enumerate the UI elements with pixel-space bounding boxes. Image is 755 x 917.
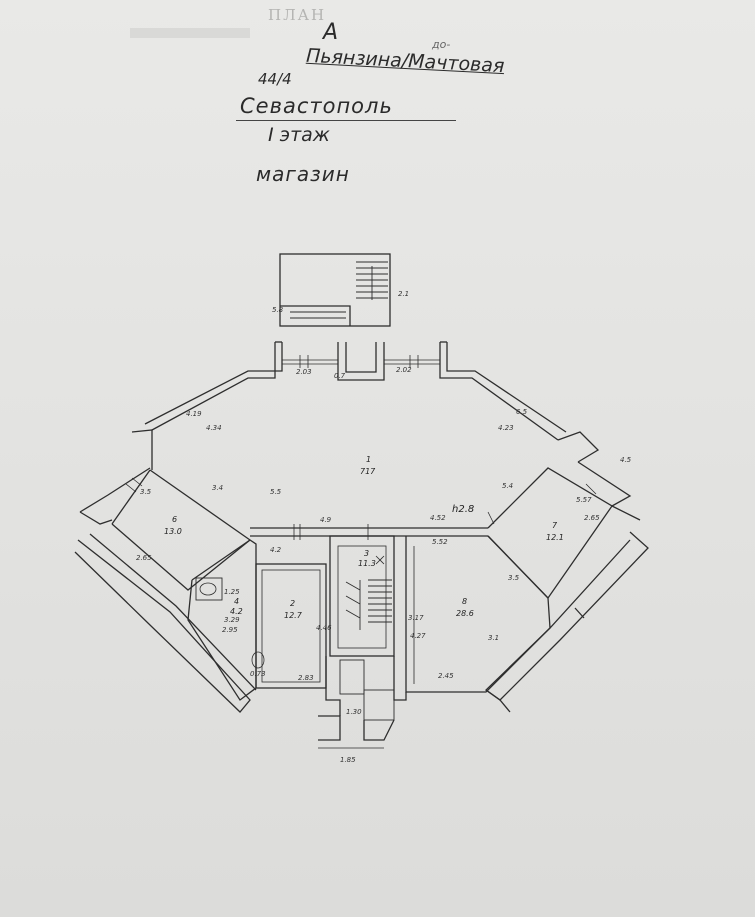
room-labels: 1 717 6 13.0 7 12.1 8 28.6 2 12.7 3 11.3…	[164, 455, 564, 620]
city-underline	[236, 120, 456, 121]
room-4-area: 4.2	[230, 607, 243, 616]
dim-label: 4.19	[186, 410, 202, 418]
dim-label: 3.29	[224, 616, 240, 624]
purpose-label: магазин	[256, 162, 350, 186]
faint-smudge	[130, 28, 250, 38]
left-long-wall	[74, 539, 251, 713]
dim-label: 2.95	[222, 626, 238, 634]
dim-label: 4.27	[410, 632, 426, 640]
hall-wall-upper-left-inner	[144, 342, 283, 425]
dimension-labels: 2.65 2.1 5.8 2.03 2.02 0.7 4.19 4.34 3.4…	[136, 290, 632, 764]
room-2-number: 2	[290, 599, 295, 608]
room-4-number: 4	[234, 597, 239, 606]
dim-label: 1.25	[224, 588, 240, 596]
hall-wall-upper-left	[151, 342, 276, 431]
dim-label: 4.34	[206, 424, 222, 432]
small-room-5	[339, 659, 365, 695]
stair-steps-center	[345, 579, 392, 630]
plan-letter: А	[323, 20, 339, 45]
room-3-number: 3	[364, 549, 369, 558]
right-pillar	[557, 431, 600, 463]
entrance-lower	[318, 715, 341, 741]
dim-label: 2.65	[584, 514, 600, 522]
dim-label: 4.9	[320, 516, 332, 524]
hall-wall-upper-right-inner	[446, 342, 567, 433]
room-3-area: 11.3	[358, 559, 376, 568]
left-pillar	[131, 429, 153, 470]
dim-label: 5.5	[270, 488, 282, 496]
dim-label: 4.52	[430, 514, 446, 522]
right-long-wall	[484, 531, 649, 701]
city-name: Севастополь	[240, 94, 393, 118]
dim-label: 2.45	[438, 672, 454, 680]
stair-core	[329, 535, 395, 657]
room4-walls	[187, 539, 257, 701]
left-diag-1	[79, 467, 151, 513]
dim-label: 6.5	[516, 408, 528, 416]
room8-walls	[405, 535, 551, 693]
dim-label: 3.1	[488, 634, 499, 642]
room6-top	[149, 469, 251, 541]
room-1-number: 1	[366, 455, 371, 464]
dim-label: 0.7	[334, 372, 346, 380]
plan-stamp: ПЛАН	[268, 6, 327, 24]
stair-steps-top	[290, 261, 388, 319]
wc-fixture	[251, 651, 265, 669]
right-diag	[577, 461, 632, 507]
stair-block-top	[279, 253, 391, 327]
lower-block-left	[325, 656, 341, 716]
stair-landing	[280, 305, 351, 326]
dim-label: 5.8	[272, 306, 284, 314]
room-6-area: 13.0	[164, 527, 182, 536]
dim-label: 1.85	[340, 756, 356, 764]
dim-label: 4.46	[316, 624, 332, 632]
room-8-area: 28.6	[456, 609, 474, 618]
room-7-area: 12.1	[546, 533, 564, 542]
room6-walls	[111, 523, 251, 591]
corner-mark: до-	[432, 38, 451, 51]
ceiling-height: h2.8	[452, 504, 474, 515]
floor-label: I этаж	[268, 124, 330, 146]
dim-label: 2.83	[298, 674, 314, 682]
dim-label: 3.5	[140, 488, 152, 496]
dim-label: 0.73	[250, 670, 266, 678]
room-2-area: 12.7	[284, 611, 303, 620]
dim-label: 4.23	[498, 424, 514, 432]
dim-label: 3.17	[408, 614, 424, 622]
dim-label: 2.65	[136, 554, 152, 562]
window-marks	[125, 355, 597, 540]
dim-label: 1.30	[346, 708, 362, 716]
room-1-area: 717	[360, 467, 376, 476]
walls	[74, 253, 649, 749]
room-6-number: 6	[172, 515, 177, 524]
dim-label: 2.1	[398, 290, 409, 298]
dim-label: 4.5	[620, 456, 632, 464]
dim-label: 5.57	[576, 496, 592, 504]
entrance-niche	[337, 342, 385, 381]
dim-label: 3.5	[508, 574, 520, 582]
house-number: 44/4	[258, 70, 292, 88]
room-8-number: 8	[462, 597, 467, 606]
dim-label: 2.03	[296, 368, 312, 376]
dim-label: 5.52	[432, 538, 448, 546]
dim-label: 4.2	[270, 546, 282, 554]
bathtub	[195, 577, 223, 601]
dim-label: 2.02	[396, 366, 412, 374]
dim-label: 5.4	[502, 482, 513, 490]
room-7-number: 7	[552, 521, 558, 530]
dim-label: 3.4	[212, 484, 223, 492]
